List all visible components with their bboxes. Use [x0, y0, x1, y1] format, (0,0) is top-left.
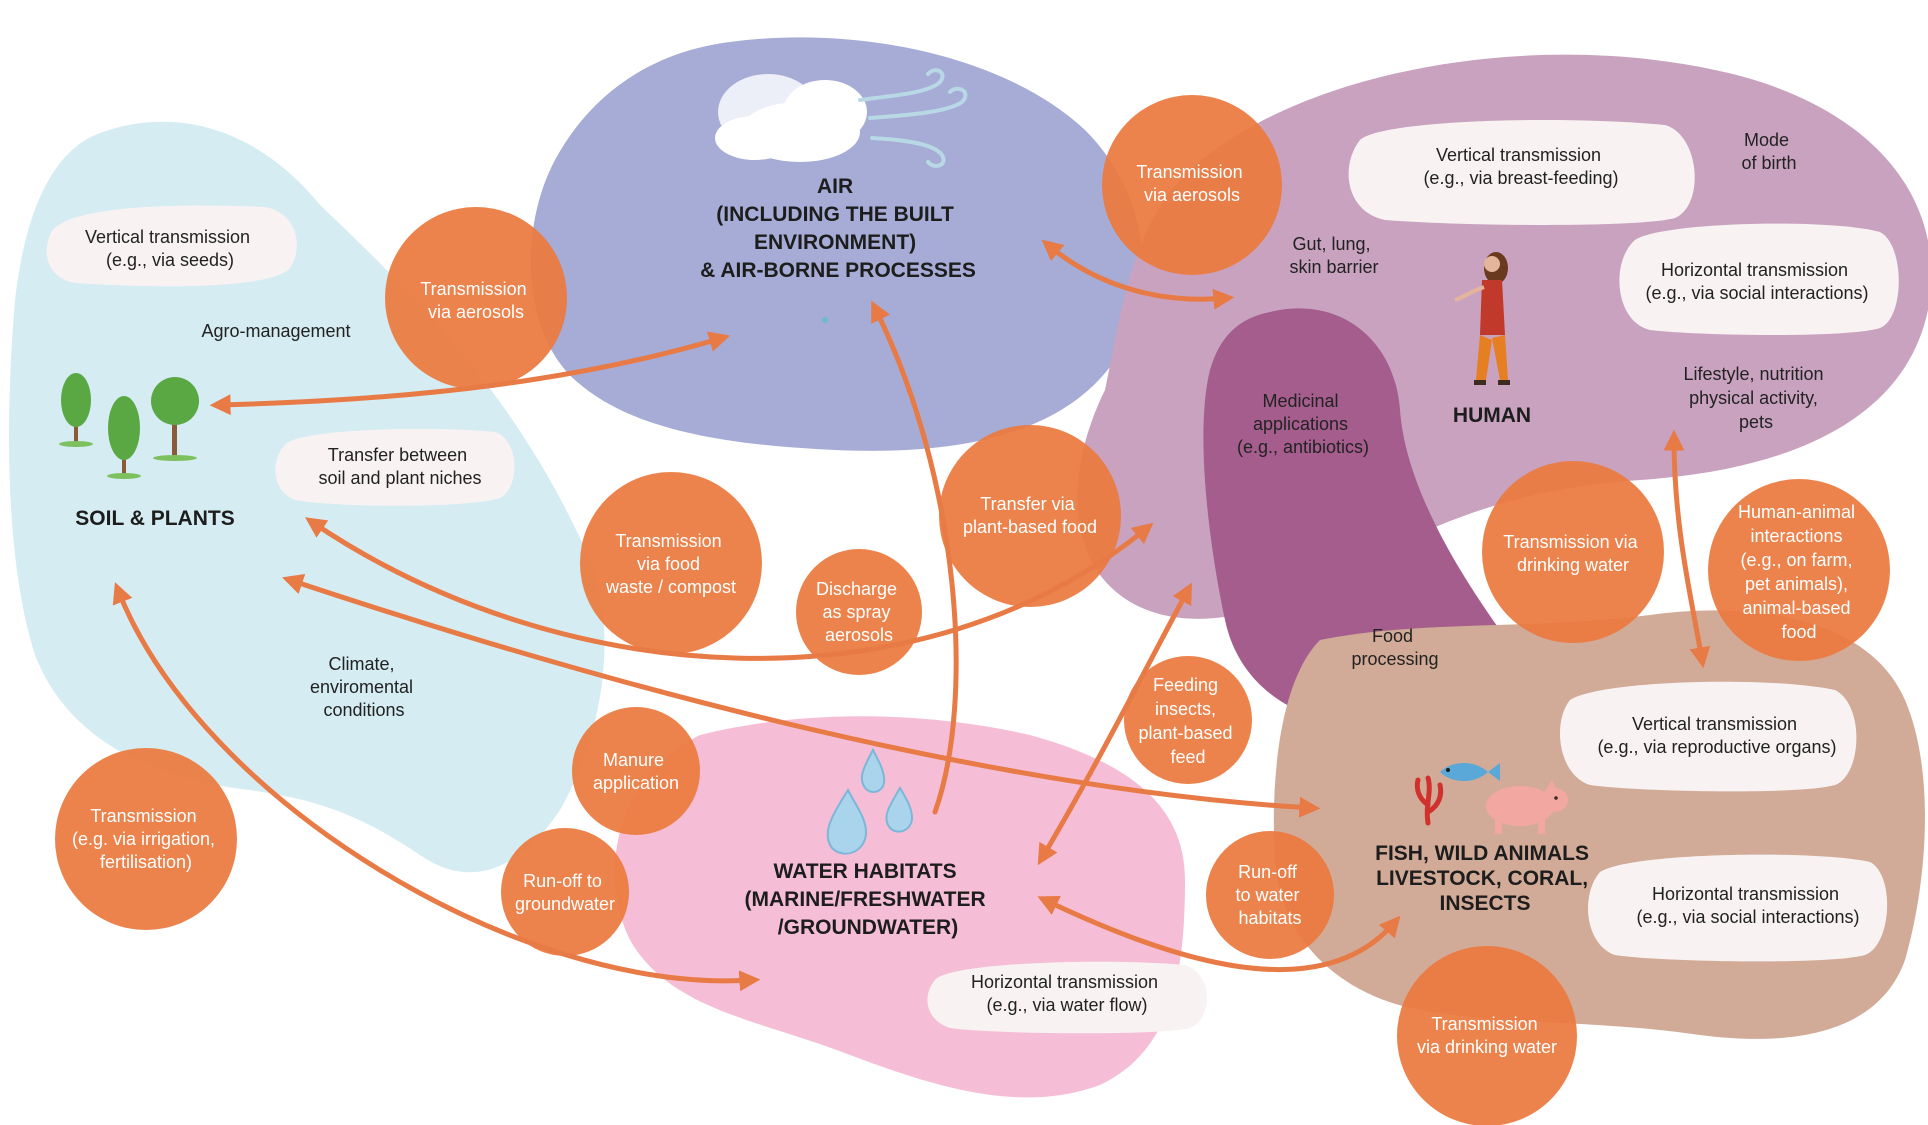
circle-aerosols-human-text: Transmission via aerosols — [1136, 162, 1247, 205]
animal-vertical-pill — [1559, 681, 1857, 792]
woman-icon — [1454, 252, 1510, 385]
label-gut-lung-skin: Gut, lung, skin barrier — [1289, 234, 1378, 277]
label-lifestyle: Lifestyle, nutrition physical activity, … — [1683, 364, 1828, 432]
human-vertical-pill-text: Vertical transmission (e.g., via breast-… — [1423, 145, 1618, 188]
arrow-soil-air — [209, 331, 731, 416]
tree-icon — [59, 373, 199, 479]
label-climate: Climate, enviromental conditions — [310, 654, 418, 720]
soil-vertical-pill — [46, 205, 297, 287]
coral-icon — [1414, 775, 1444, 826]
air-dot-icon — [822, 317, 828, 323]
circle-plant-food-text: Transfer via plant-based food — [963, 494, 1097, 537]
water-horizontal-pill-text: Horizontal transmission (e.g., via water… — [971, 972, 1163, 1015]
circle-aerosols-human — [1102, 95, 1282, 275]
animal-horizontal-pill-text: Horizontal transmission (e.g., via socia… — [1636, 884, 1859, 927]
circle-spray-text: Discharge as spray aerosols — [816, 579, 902, 645]
pig-icon — [1486, 780, 1568, 834]
label-food-processing: Food processing — [1351, 626, 1438, 669]
animal-horizontal-pill — [1588, 854, 1888, 962]
habitat-soil-title: SOIL & PLANTS — [75, 507, 234, 530]
transmission-pills — [46, 120, 1899, 1034]
arrow-water-animals — [1037, 895, 1401, 973]
habitat-air-title: AIR (INCLUDING THE BUILT ENVIRONMENT) & … — [700, 175, 976, 282]
circle-aerosols-soil-text: Transmission via aerosols — [420, 279, 531, 322]
circle-drinking-animals — [1397, 946, 1577, 1125]
soil-transfer-pill-text: Transfer between soil and plant niches — [318, 445, 481, 488]
label-agro-management: Agro-management — [201, 321, 350, 341]
circle-food-waste-text: Transmission via food waste / compost — [605, 531, 736, 597]
circle-runoff-ground-text: Run-off to groundwater — [515, 871, 615, 914]
circle-drinking-human-text: Transmission via drinking water — [1503, 532, 1642, 575]
circle-feeding-text: Feeding insects, plant-based feed — [1138, 675, 1237, 767]
water-drops-icon — [826, 747, 914, 855]
habitat-animals-title: FISH, WILD ANIMALS LIVESTOCK, CORAL, INS… — [1375, 842, 1595, 915]
soil-vertical-pill-text: Vertical transmission (e.g., via seeds) — [85, 227, 255, 270]
habitat-human-title: HUMAN — [1453, 404, 1531, 427]
circle-drinking-human — [1482, 461, 1664, 643]
water-horizontal-pill — [927, 961, 1208, 1034]
label-medicinal: Medicinal applications (e.g., antibiotic… — [1237, 391, 1369, 457]
circle-manure-text: Manure application — [593, 750, 679, 793]
circle-drinking-animals-text: Transmission via drinking water — [1417, 1014, 1557, 1057]
wind-icon — [858, 68, 968, 168]
label-mode-of-birth: Mode of birth — [1741, 130, 1796, 173]
arrow-water-human — [1037, 582, 1193, 866]
circle-manure — [572, 707, 700, 835]
animal-vertical-pill-text: Vertical transmission (e.g., via reprodu… — [1597, 714, 1836, 757]
cloud-icon — [715, 74, 867, 162]
soil-transfer-pill — [275, 428, 515, 506]
arrow-air-human — [1041, 239, 1235, 310]
circle-irrigation-text: Transmission (e.g. via irrigation, ferti… — [72, 806, 220, 872]
arrow-soil-water — [112, 582, 761, 992]
human-vertical-pill — [1348, 120, 1695, 225]
fish-icon — [1440, 763, 1500, 781]
human-horizontal-pill — [1619, 223, 1899, 335]
circle-runoff-water-text: Run-off to water habitats — [1235, 862, 1304, 928]
animals-region — [1273, 610, 1925, 1039]
circle-human-animal-text: Human-animal interactions (e.g., on farm… — [1738, 502, 1860, 642]
circle-human-animal — [1708, 479, 1890, 661]
transmission-arrows — [112, 239, 1711, 992]
circle-plant-food — [939, 425, 1121, 607]
arrow-human-animals — [1663, 429, 1711, 669]
habitat-water-title: WATER HABITATS (MARINE/FRESHWATER /GROUN… — [745, 860, 992, 939]
human-horizontal-pill-text: Horizontal transmission (e.g., via socia… — [1645, 260, 1868, 303]
